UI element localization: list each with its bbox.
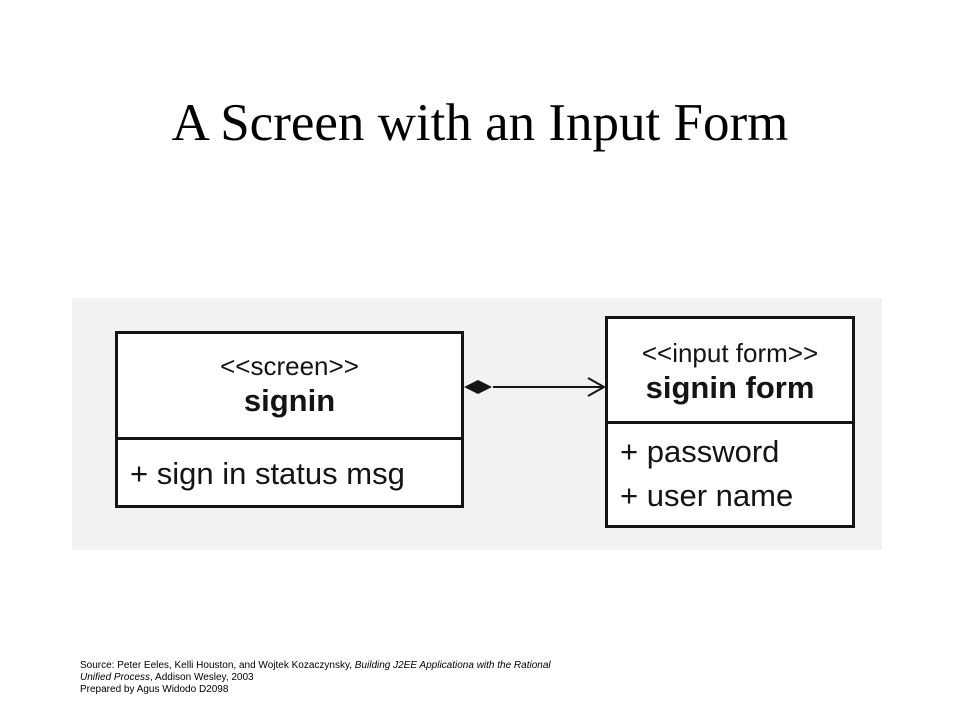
attribute-item: + sign in status msg — [130, 456, 405, 491]
stereotype-label: <<input form>> — [641, 338, 819, 368]
stereotype-label: <<screen>> — [220, 351, 359, 381]
source-line-1: Source: Peter Eeles, Kelli Houston, and … — [80, 660, 640, 672]
book-title-part2: Unified Process — [80, 672, 151, 683]
prepared-by: Prepared by Agus Widodo D2098 — [80, 684, 229, 695]
attribute-item: + password — [620, 434, 780, 469]
source-footer: Source: Peter Eeles, Kelli Houston, and … — [80, 660, 640, 696]
uml-class-input-form-attributes: + password + user name — [608, 424, 852, 518]
slide-title: A Screen with an Input Form — [171, 94, 789, 152]
book-title-part1: Building J2EE Applicationa with the Rati… — [354, 660, 551, 671]
class-name: signin — [243, 383, 336, 418]
uml-class-input-form: <<input form>> signin form + password + … — [605, 316, 855, 528]
composition-diamond — [464, 380, 492, 394]
source-prefix: Source: Peter Eeles, Kelli Houston, and … — [80, 660, 355, 671]
arrow-head — [587, 377, 607, 397]
uml-class-screen: <<screen>> signin + sign in status msg — [115, 331, 464, 508]
class-name: signin form — [645, 370, 815, 405]
attribute-item: + user name — [620, 478, 794, 513]
uml-class-screen-header: <<screen>> signin — [118, 334, 461, 440]
uml-class-input-form-header: <<input form>> signin form — [608, 319, 852, 424]
publisher: , Addison Wesley, 2003 — [150, 672, 254, 683]
source-line-2: Unified Process, Addison Wesley, 2003 — [80, 672, 640, 684]
uml-class-screen-attributes: + sign in status msg — [118, 440, 461, 496]
